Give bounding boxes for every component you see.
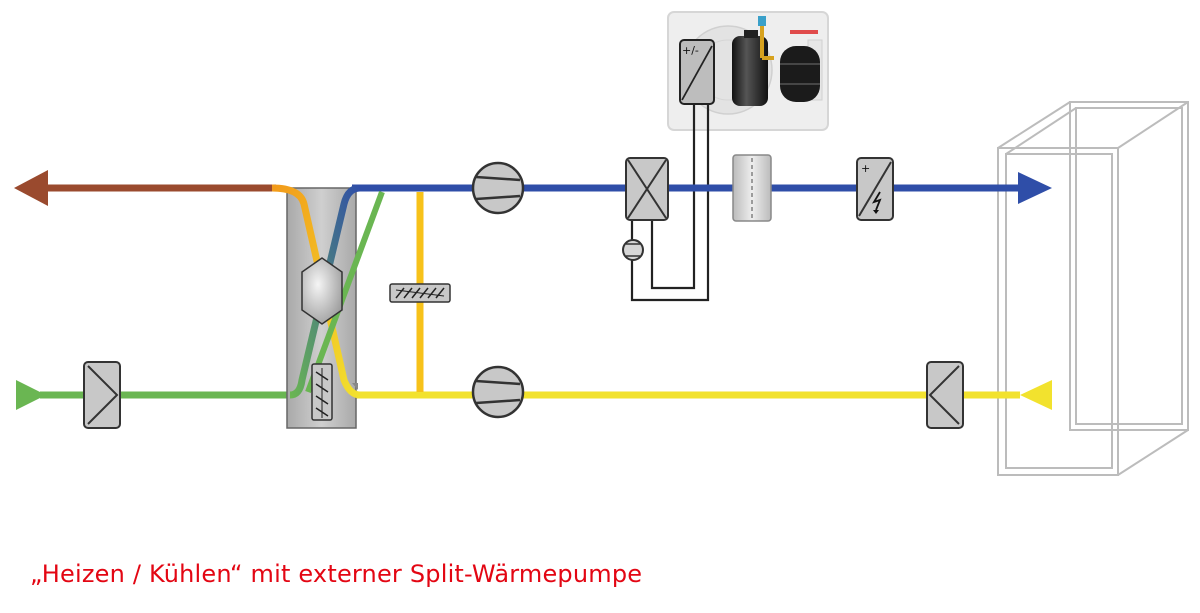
dx-coil-icon	[625, 157, 669, 221]
bypass-green-line	[305, 190, 385, 394]
electric-heater-icon: +	[856, 157, 894, 221]
supply-air-outlet-arrow	[1018, 172, 1052, 204]
exhaust-air-duct	[14, 170, 276, 206]
inverter-label: +/-	[682, 44, 699, 57]
compressor-icon	[732, 16, 774, 106]
inverter-icon: +/-	[679, 39, 715, 105]
exhaust-air-outlet-arrow	[14, 170, 48, 206]
server-cabinet	[997, 101, 1189, 476]
diagram-caption: „Heizen / Kühlen“ mit externer Split-Wär…	[30, 560, 643, 588]
sound-attenuator-icon	[732, 154, 772, 222]
plate-heat-exchanger-icon	[301, 257, 343, 325]
outdoor-air-filter	[83, 361, 121, 429]
split-heat-pump-outdoor-unit: +/-	[667, 11, 829, 131]
heater-plus-label: +	[861, 162, 870, 175]
bypass-duct	[389, 192, 451, 392]
extract-air-inlet-arrow	[1020, 380, 1052, 410]
receiver-icon	[780, 46, 820, 102]
outdoor-air-duct	[16, 380, 292, 410]
expansion-valve-icon	[622, 239, 644, 261]
recuperator	[271, 184, 385, 429]
recuperator-damper	[311, 363, 333, 421]
bypass-damper	[389, 283, 451, 303]
supply-fan-icon	[471, 161, 525, 215]
extract-fan-icon	[471, 365, 525, 419]
extract-air-duct	[352, 380, 1052, 410]
outdoor-air-inlet-arrow	[16, 380, 46, 410]
extract-air-filter	[926, 361, 964, 429]
supply-air-duct	[352, 172, 1052, 204]
